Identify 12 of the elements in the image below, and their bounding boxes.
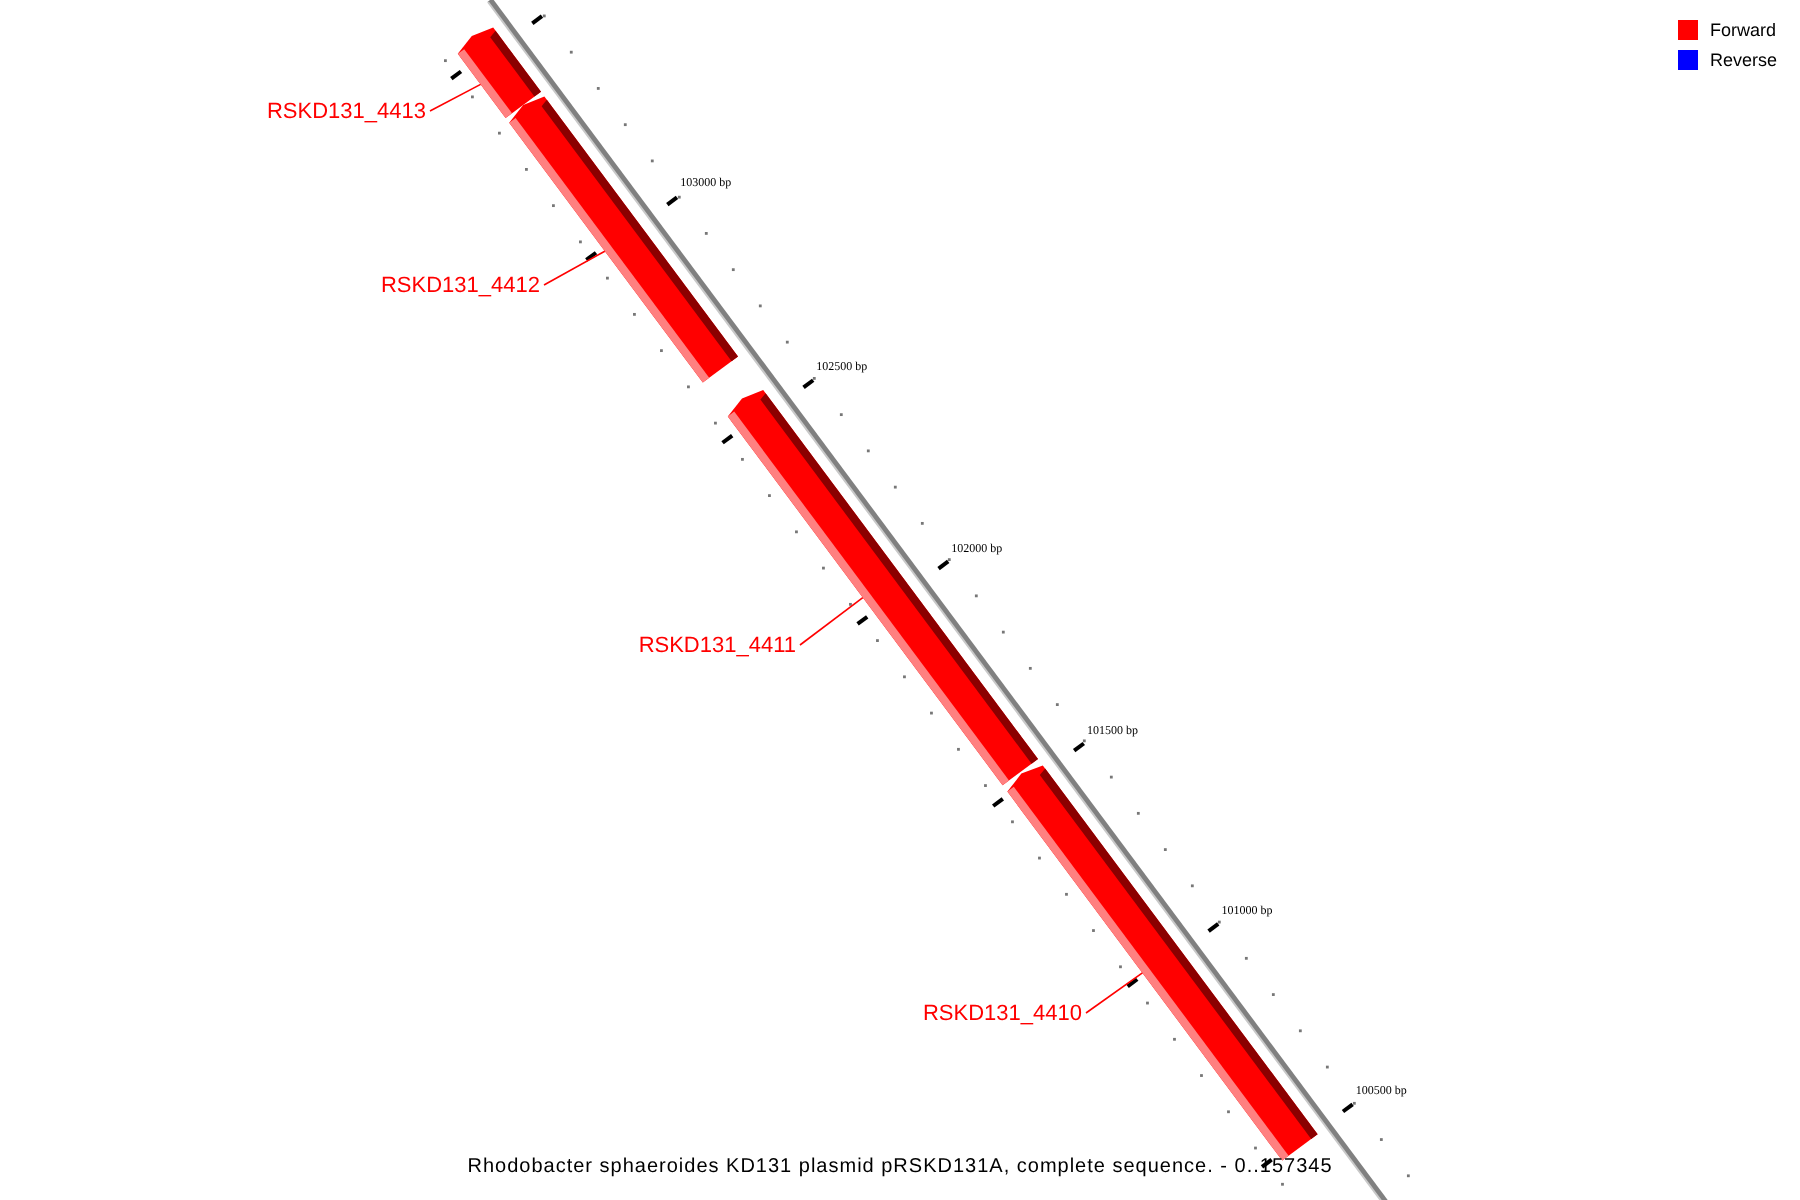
leader-line [429,83,482,112]
caption: Rhodobacter sphaeroides KD131 plasmid pRSKD131A, complete sequence. - 0..157345 [467,1156,1333,1178]
leader-line [1085,972,1144,1014]
gene-label: RSKD131_4413 [266,100,426,126]
legend-label: Reverse [1710,50,1778,70]
leader-line [799,596,864,646]
gene-label: RSKD131_4410 [922,1002,1082,1028]
leader-line [543,250,606,286]
gene-label: RSKD131_4411 [638,634,796,660]
gene-label: RSKD131_4412 [380,274,540,300]
legend-label: Forward [1710,20,1777,40]
gene-bar [457,27,541,118]
